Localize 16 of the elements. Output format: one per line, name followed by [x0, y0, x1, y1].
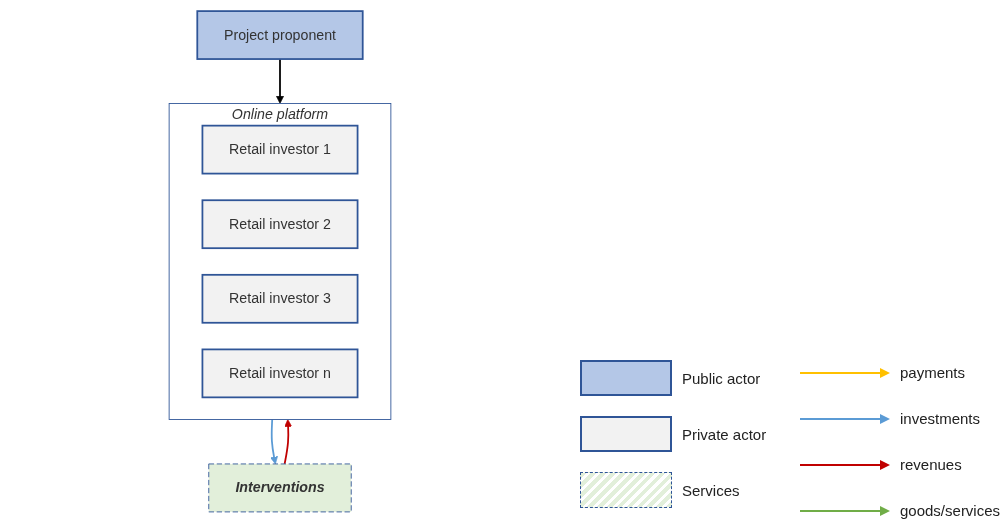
legend-label: Services	[682, 481, 740, 499]
legend-label: payments	[900, 364, 966, 381]
node-box: Interventions	[208, 463, 352, 513]
legend-label: Private actor	[682, 425, 767, 443]
legend-label: Public actor	[682, 369, 761, 387]
arrow	[270, 418, 278, 465]
legend-label: revenues	[900, 456, 962, 473]
node-box: Retail investor 1	[201, 124, 359, 175]
node-box: Retail investor 2	[201, 199, 359, 250]
arrow	[276, 58, 284, 104]
legend-label: goods/services	[900, 502, 1001, 519]
node-box: Retail investor n	[201, 348, 359, 399]
node-box: Project proponent	[196, 10, 364, 60]
arrow	[283, 419, 293, 465]
node-box: Retail investor 3	[201, 273, 359, 324]
legend-label: investments	[900, 410, 981, 427]
